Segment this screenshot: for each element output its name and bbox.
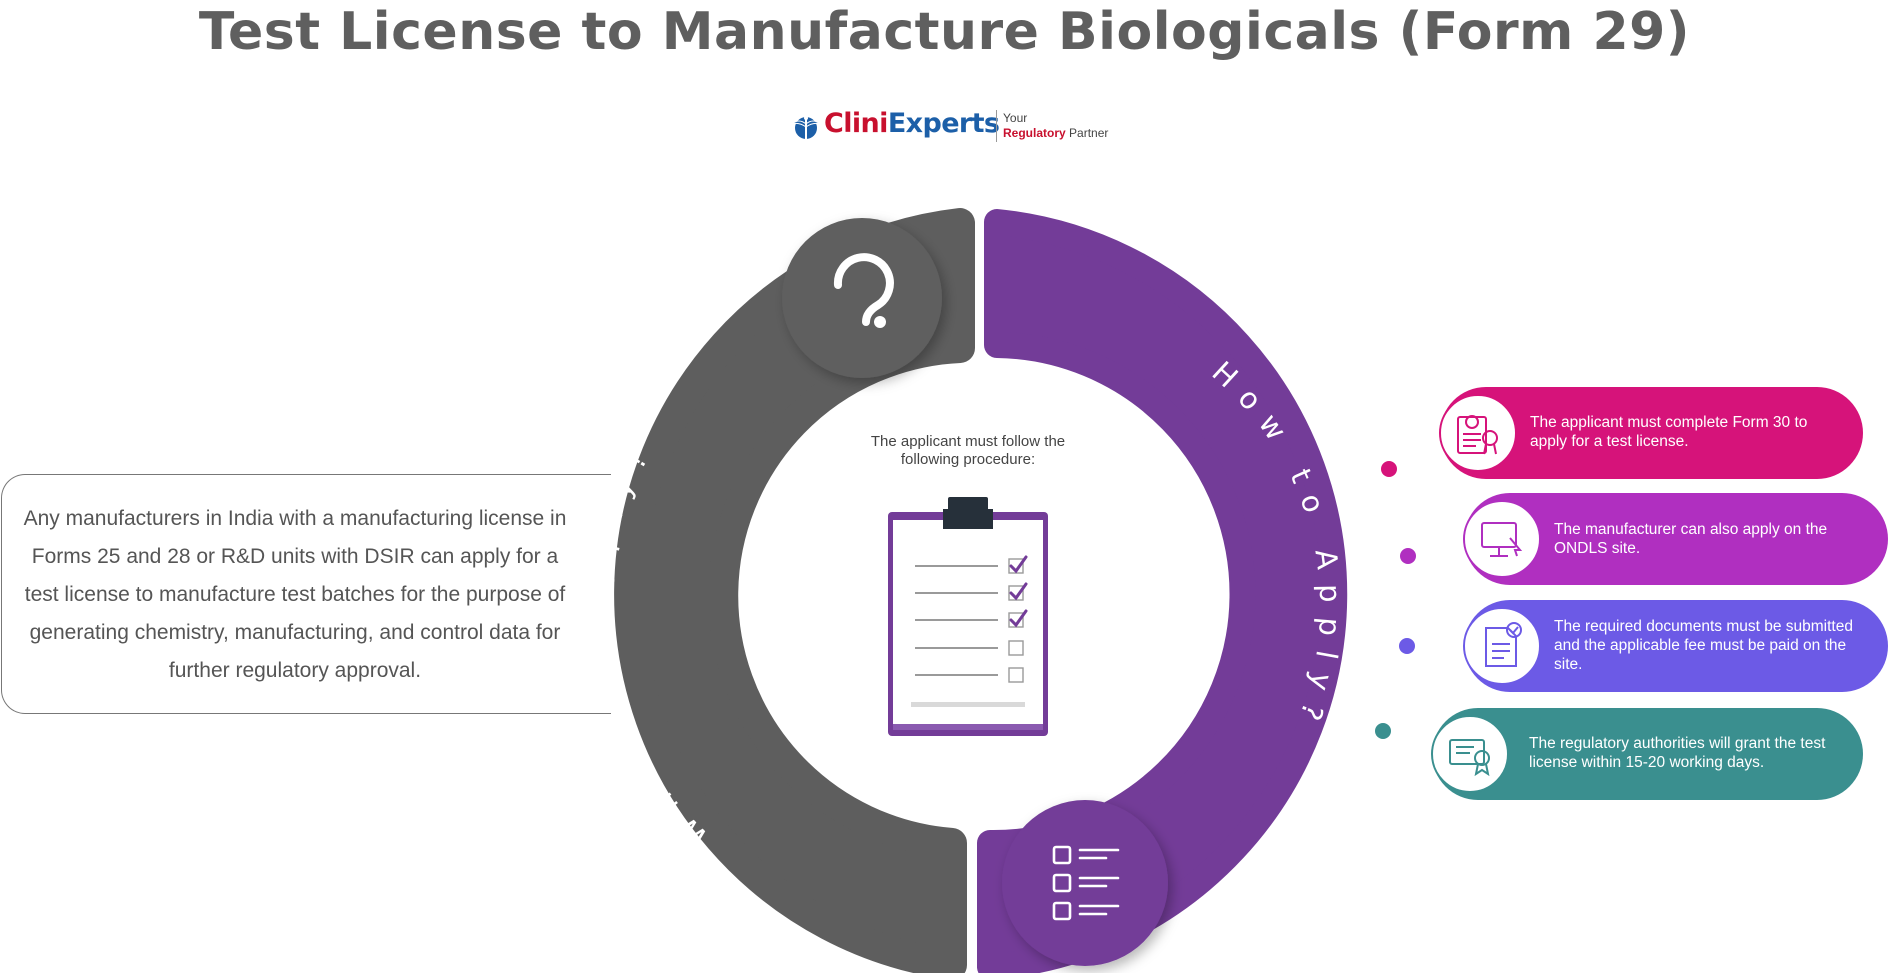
who-can-apply-text: Any manufacturers in India with a manufa…: [23, 507, 567, 682]
how-to-apply-arc: [977, 209, 1348, 973]
question-mark-icon: [833, 253, 894, 328]
who-can-apply-box: [1, 474, 611, 714]
step-1-text: The applicant must complete Form 30 to a…: [1530, 414, 1808, 450]
timeline-dots: [1375, 461, 1416, 739]
step-3-text: The required documents must be submitted…: [1554, 618, 1853, 673]
step-2-text: The manufacturer can also apply on the O…: [1554, 521, 1828, 557]
logo-tagline-line2: Regulatory Partner: [1003, 126, 1109, 140]
checklist-badge: [1002, 800, 1168, 966]
logo-brand: CliniExperts: [824, 108, 1000, 139]
logo-tagline-line1: Your: [1003, 111, 1028, 125]
step-pill-3: [1463, 600, 1888, 692]
procedure-intro-text: The applicant must follow the following …: [870, 433, 1066, 468]
form-seal-icon: [1457, 415, 1498, 455]
logo-divider: [996, 110, 997, 142]
document-check-icon: [1485, 622, 1522, 667]
step-pill-2: [1463, 493, 1888, 585]
question-badge: [782, 218, 942, 378]
checklist-icon: [1052, 845, 1120, 921]
computer-icon: [1481, 522, 1523, 557]
caduceus-icon: [791, 116, 821, 140]
certificate-icon: [1449, 739, 1490, 777]
clipboard-icon: [888, 497, 1048, 736]
step-4-text: The regulatory authorities will grant th…: [1529, 735, 1826, 771]
page-title: Test License to Manufacture Biologicals …: [198, 2, 1691, 62]
step-pill-4: [1431, 708, 1863, 800]
who-can-apply-arc: [614, 208, 975, 973]
step-pill-1: [1439, 387, 1863, 479]
